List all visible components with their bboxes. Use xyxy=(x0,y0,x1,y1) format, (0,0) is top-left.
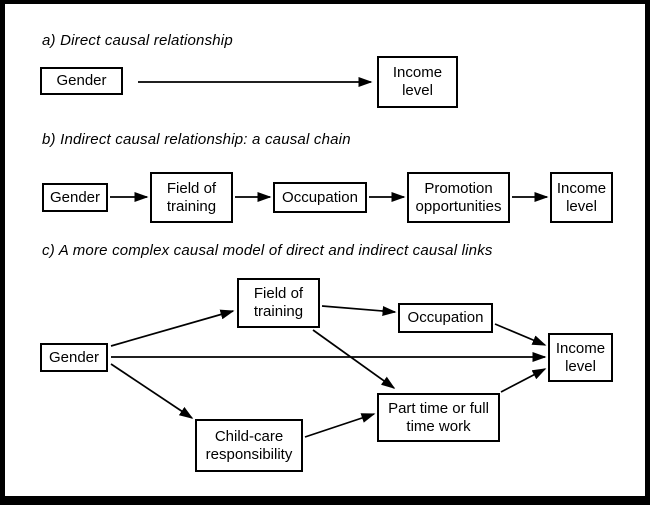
section-b-title: b) Indirect causal relationship: a causa… xyxy=(42,131,351,148)
b-gender-box: Gender xyxy=(42,183,108,212)
c-gender-box: Gender xyxy=(40,343,108,372)
section-c-title: c) A more complex causal model of direct… xyxy=(42,242,493,259)
c-arrow-gender-to-childcare xyxy=(110,363,194,419)
c-arrow-childcare-to-parttime xyxy=(304,413,376,438)
b-occupation-box: Occupation xyxy=(273,182,367,213)
c-income-level-box: Income level xyxy=(548,333,613,382)
c-field-of-training-box: Field of training xyxy=(237,278,320,328)
b-income-level-box: Income level xyxy=(550,172,613,223)
a-income-level-box: Income level xyxy=(377,56,458,108)
b-field-of-training-box: Field of training xyxy=(150,172,233,223)
c-part-time-or-full-time-work-box: Part time or full time work xyxy=(377,393,500,442)
c-occupation-box: Occupation xyxy=(398,303,493,333)
b-promotion-opportunities-box: Promotion opportunities xyxy=(407,172,510,223)
c-arrow-gender-to-field xyxy=(110,309,235,347)
c-arrow-field-to-parttime xyxy=(312,329,396,389)
a-gender-box: Gender xyxy=(40,67,123,95)
c-arrow-parttime-to-income xyxy=(500,368,547,393)
c-arrow-occupation-to-income xyxy=(494,323,547,346)
c-arrow-field-to-occupation xyxy=(321,305,397,316)
c-child-care-responsibility-box: Child-care responsibility xyxy=(195,419,303,472)
section-a-title: a) Direct causal relationship xyxy=(42,32,233,49)
